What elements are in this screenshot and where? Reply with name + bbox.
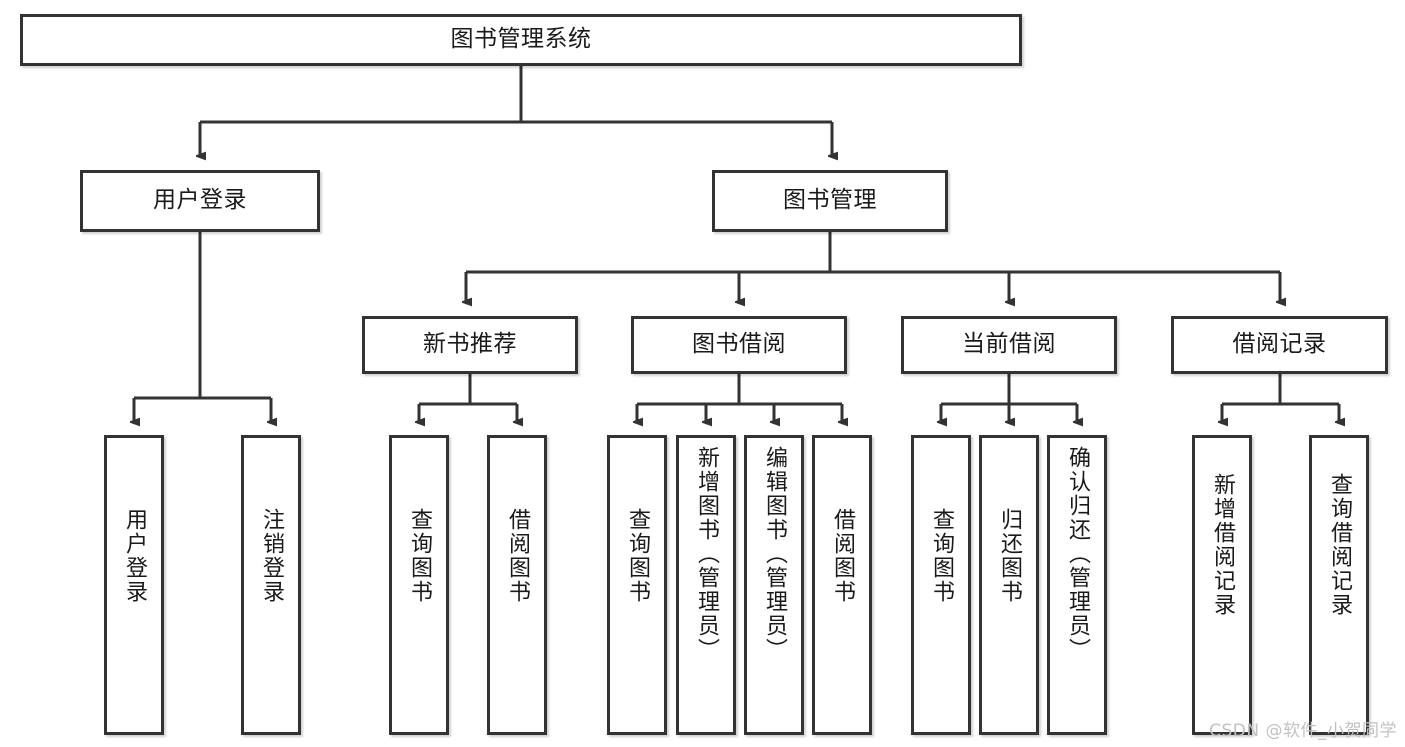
leaf-borrow-edit-book-admin[interactable]: 编辑图书（管理员）: [744, 435, 804, 735]
node-book-borrow[interactable]: 图书借阅: [631, 316, 847, 374]
leaf-record-query-record[interactable]: 查询借阅记录: [1309, 435, 1369, 735]
node-label: 用户登录: [153, 187, 247, 214]
node-label: 借阅图书: [830, 508, 855, 604]
leaf-user-login-login[interactable]: 用户登录: [104, 435, 164, 735]
node-label: 新书推荐: [423, 331, 517, 358]
node-label: 新增借阅记录: [1210, 473, 1235, 617]
node-label: 查询图书: [407, 508, 432, 604]
leaf-borrow-add-book-admin[interactable]: 新增图书（管理员）: [676, 435, 736, 735]
node-label: 图书管理: [783, 187, 877, 214]
node-label: 借阅记录: [1232, 331, 1327, 358]
node-label: 查询图书: [929, 508, 954, 604]
node-root-system[interactable]: 图书管理系统: [20, 14, 1022, 66]
node-label: 归还图书: [997, 508, 1022, 604]
leaf-current-return-book[interactable]: 归还图书: [979, 435, 1039, 735]
leaf-borrow-query-book[interactable]: 查询图书: [607, 435, 667, 735]
node-new-book-recommend[interactable]: 新书推荐: [362, 316, 578, 374]
leaf-recommend-borrow-book[interactable]: 借阅图书: [487, 435, 547, 735]
node-label: 查询借阅记录: [1327, 473, 1352, 617]
leaf-user-login-logout[interactable]: 注销登录: [241, 435, 301, 735]
node-label: 当前借阅: [962, 331, 1056, 358]
leaf-recommend-query-book[interactable]: 查询图书: [389, 435, 449, 735]
node-label: 注销登录: [259, 508, 284, 604]
node-label: 用户登录: [122, 508, 147, 604]
node-user-login[interactable]: 用户登录: [80, 170, 320, 232]
node-label: 借阅图书: [505, 508, 530, 604]
node-current-borrow[interactable]: 当前借阅: [901, 316, 1117, 374]
leaf-record-add-record[interactable]: 新增借阅记录: [1192, 435, 1252, 735]
node-label: 确认归还（管理员）: [1065, 446, 1090, 662]
node-label: 图书借阅: [692, 331, 786, 358]
node-borrow-record[interactable]: 借阅记录: [1171, 316, 1388, 374]
node-label: 图书管理系统: [450, 26, 592, 53]
leaf-current-confirm-return-admin[interactable]: 确认归还（管理员）: [1047, 435, 1107, 735]
leaf-borrow-borrow-book[interactable]: 借阅图书: [812, 435, 872, 735]
csdn-watermark: CSDN @软件_小贺同学: [1209, 721, 1397, 741]
node-label: 查询图书: [625, 508, 650, 604]
node-book-management[interactable]: 图书管理: [712, 170, 948, 232]
leaf-current-query-book[interactable]: 查询图书: [911, 435, 971, 735]
node-label: 新增图书（管理员）: [694, 446, 719, 662]
node-label: 编辑图书（管理员）: [762, 446, 787, 662]
